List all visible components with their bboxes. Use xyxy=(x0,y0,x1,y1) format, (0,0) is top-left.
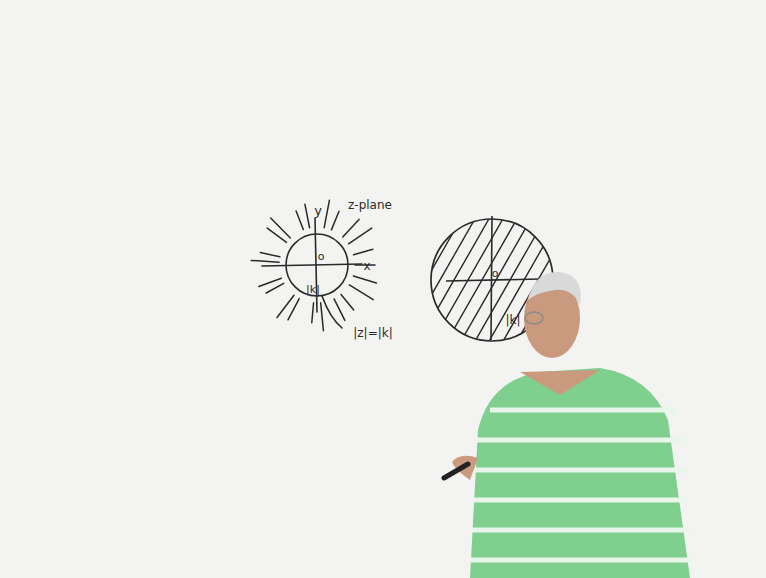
ray xyxy=(341,294,354,309)
handwritten-label: y xyxy=(314,204,322,217)
exterior-region-figure xyxy=(262,218,362,328)
ray xyxy=(251,260,279,262)
ray xyxy=(259,278,282,286)
ray xyxy=(266,283,284,293)
ray xyxy=(277,295,294,317)
lecturer xyxy=(444,272,690,578)
ray xyxy=(260,253,280,257)
ray xyxy=(353,276,376,283)
ray xyxy=(305,204,310,228)
ray xyxy=(321,303,324,331)
handwritten-label: x xyxy=(363,260,370,272)
ray xyxy=(349,285,373,300)
handwritten-label: o xyxy=(318,251,325,262)
region-rays xyxy=(251,200,376,331)
handwritten-label: |k| xyxy=(306,284,320,295)
ray xyxy=(334,299,345,320)
ray xyxy=(296,211,303,230)
handwritten-label: |k| xyxy=(505,314,520,326)
ray xyxy=(349,228,372,244)
handwritten-label: z-plane xyxy=(348,199,392,211)
ray xyxy=(343,219,359,237)
ray xyxy=(324,200,329,227)
ray xyxy=(354,249,373,254)
ray xyxy=(312,303,314,323)
ray xyxy=(331,211,339,230)
handwritten-label: |z|=|k| xyxy=(353,327,392,339)
ray xyxy=(271,218,291,238)
handwritten-label: o xyxy=(492,268,499,279)
